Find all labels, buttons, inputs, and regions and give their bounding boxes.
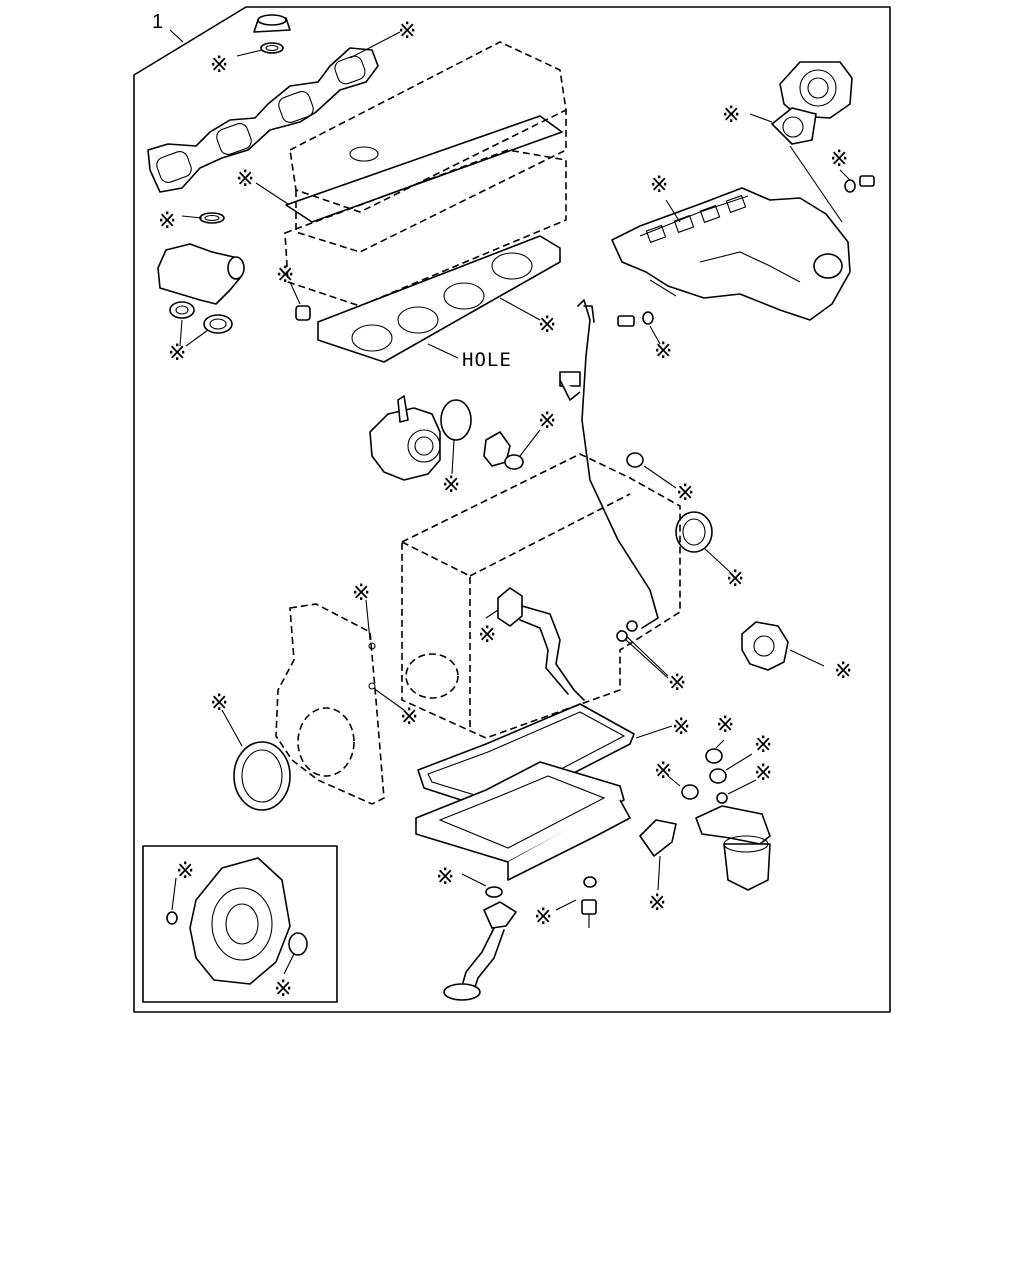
oil-filler-cap xyxy=(236,14,291,57)
cylinder-head-cover xyxy=(289,41,567,253)
cylinder-block xyxy=(401,453,681,739)
callout-mark: ※ xyxy=(276,263,294,288)
oil-pipe xyxy=(485,587,585,701)
oil-level-gauge xyxy=(559,299,669,679)
callout-mark: ※ xyxy=(538,313,556,338)
callout-mark: ※ xyxy=(398,19,416,44)
callout-mark: ※ xyxy=(436,865,454,890)
callout-mark: ※ xyxy=(716,713,734,738)
drain-plug xyxy=(555,876,597,928)
exhaust-manifold-gasket xyxy=(147,31,401,193)
callout-mark: ※ xyxy=(274,977,292,1002)
water-pump xyxy=(741,621,825,671)
callout-mark: ※ xyxy=(210,691,228,716)
callout-mark: ※ xyxy=(168,341,186,366)
callout-mark: ※ xyxy=(236,167,254,192)
front-oil-seal xyxy=(675,511,731,573)
hole-label: HOLE xyxy=(462,349,512,371)
callout-mark: ※ xyxy=(834,659,852,684)
injection-pump xyxy=(369,395,472,481)
o-ring-small xyxy=(626,452,677,489)
intake-manifold xyxy=(611,187,851,321)
callout-mark: ※ xyxy=(830,147,848,172)
oil-strainer xyxy=(443,901,517,1001)
intake-bolts xyxy=(617,169,875,345)
kit-frame: 1 xyxy=(133,6,891,1013)
oil-filter xyxy=(695,805,771,891)
callout-mark: ※ xyxy=(442,473,460,498)
oil-pan xyxy=(415,761,631,898)
callout-mark: ※ xyxy=(352,581,370,606)
callout-mark: ※ xyxy=(672,715,690,740)
callout-mark: ※ xyxy=(534,905,552,930)
head-cover-gasket xyxy=(255,115,563,223)
cylinder-head-gasket: HOLE xyxy=(317,235,561,371)
callout-mark: ※ xyxy=(650,173,668,198)
callout-mark: ※ xyxy=(676,481,694,506)
callout-mark: ※ xyxy=(210,53,228,78)
callout-mark: ※ xyxy=(722,103,740,128)
kit-number: 1 xyxy=(152,11,163,33)
callout-mark: ※ xyxy=(654,339,672,364)
callout-mark: ※ xyxy=(726,567,744,592)
inset-frame xyxy=(142,845,338,1003)
callout-mark: ※ xyxy=(654,759,672,784)
thermostat-housing xyxy=(157,212,245,347)
flywheel-housing xyxy=(166,857,308,985)
callout-marks: ※ ※ ※ ※ ※ ※ ※ ※ ※ ※ ※ ※ ※ ※ ※ ※ ※ ※ ※ ※ … xyxy=(158,19,852,1002)
callout-mark: ※ xyxy=(158,209,176,234)
callout-mark: ※ xyxy=(538,409,556,434)
o-rings-oil-cooler xyxy=(667,739,757,804)
callout-mark: ※ xyxy=(668,671,686,696)
plug xyxy=(289,281,311,321)
callout-mark: ※ xyxy=(478,623,496,648)
sensor xyxy=(483,429,541,470)
cylinder-head xyxy=(284,149,567,307)
rear-oil-seal xyxy=(221,709,291,811)
oil-pan-gasket xyxy=(417,703,673,813)
oil-filter-gasket xyxy=(639,819,677,891)
rear-plate xyxy=(275,599,405,805)
callout-mark: ※ xyxy=(648,891,666,916)
callout-mark: ※ xyxy=(754,761,772,786)
throttle-body xyxy=(749,61,853,223)
callout-mark: ※ xyxy=(176,859,194,884)
callout-mark: ※ xyxy=(400,705,418,730)
callout-mark: ※ xyxy=(754,733,772,758)
